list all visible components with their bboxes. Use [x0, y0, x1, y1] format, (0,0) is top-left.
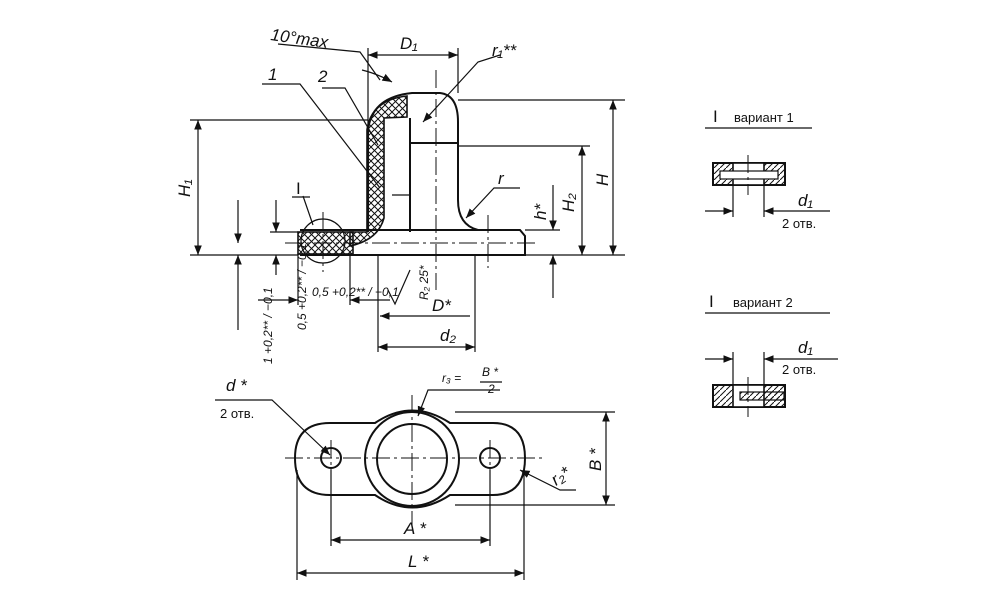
dim-h-small: h* [531, 203, 550, 220]
hole-label: d * [226, 376, 248, 395]
r3-den: 2 [487, 382, 495, 396]
angle-leader [277, 43, 381, 81]
callout-part-2: 2 [317, 67, 328, 86]
dim-d1: D₁ [400, 34, 418, 53]
r3-leader [417, 389, 500, 417]
variant-1-roman: I [713, 107, 718, 126]
r-leader [465, 187, 520, 219]
detail-i-leader [302, 195, 314, 226]
variant-2-insert [739, 391, 785, 401]
variant-2-detail: I вариант 2 d₁ 2 отв. [705, 292, 838, 417]
variant-1-detail: I вариант 1 d₁ 2 отв. [705, 107, 830, 231]
base-plate-outline [300, 229, 526, 256]
tol-left: 1 +0,2** / −0,1 [261, 287, 275, 364]
variant-1-insert [719, 170, 779, 180]
dim-h2: H₂ [559, 193, 578, 212]
roughness-value: R₂ 25* [417, 265, 431, 300]
r1-leader [422, 54, 501, 123]
dim-r: r [498, 169, 505, 188]
variant-1-title: вариант 1 [734, 110, 794, 125]
dim-d2: d₂ [440, 326, 456, 345]
dim-d: D* [432, 296, 452, 315]
hole-leader [215, 399, 331, 456]
rubber-section-hatch [349, 95, 408, 247]
plan-view: d * 2 отв. r₃ = B * 2 B * r₂* A * L * [215, 365, 615, 580]
dim-l: L * [408, 552, 430, 571]
detail-i-callout: I [296, 179, 301, 198]
leader-part-1 [262, 83, 381, 189]
variant-1-d1: d₁ [798, 191, 813, 210]
hole-count: 2 отв. [220, 406, 254, 421]
variant-1-count: 2 отв. [782, 216, 816, 231]
dim-h: H [593, 173, 612, 186]
roughness-symbol [387, 269, 411, 306]
dim-a: A * [403, 519, 427, 538]
dim-r1: r₁** [492, 41, 518, 60]
variant-2-count: 2 отв. [782, 362, 816, 377]
main-section-view: I 1 2 10°max D₁ r₁** H H₂ [175, 25, 625, 364]
variant-2-title: вариант 2 [733, 295, 793, 310]
tol-bottom: 0,5 +0,2** / −0,1 [312, 285, 399, 299]
r3-num: B * [482, 365, 498, 379]
variant-2-roman: I [709, 292, 714, 311]
variant-2-d1: d₁ [798, 338, 813, 357]
dim-b: B * [586, 447, 605, 471]
tol-vertical: 0,5 +0,2** / −0,1 [295, 243, 309, 330]
dim-h1: H₁ [175, 179, 194, 197]
angle-arc [361, 69, 393, 83]
leader-part-2 [322, 87, 379, 146]
r2-leader [519, 469, 576, 491]
callout-part-1: 1 [268, 65, 277, 84]
flange-outline [293, 409, 527, 509]
r3-label: r₃ = [442, 371, 461, 385]
